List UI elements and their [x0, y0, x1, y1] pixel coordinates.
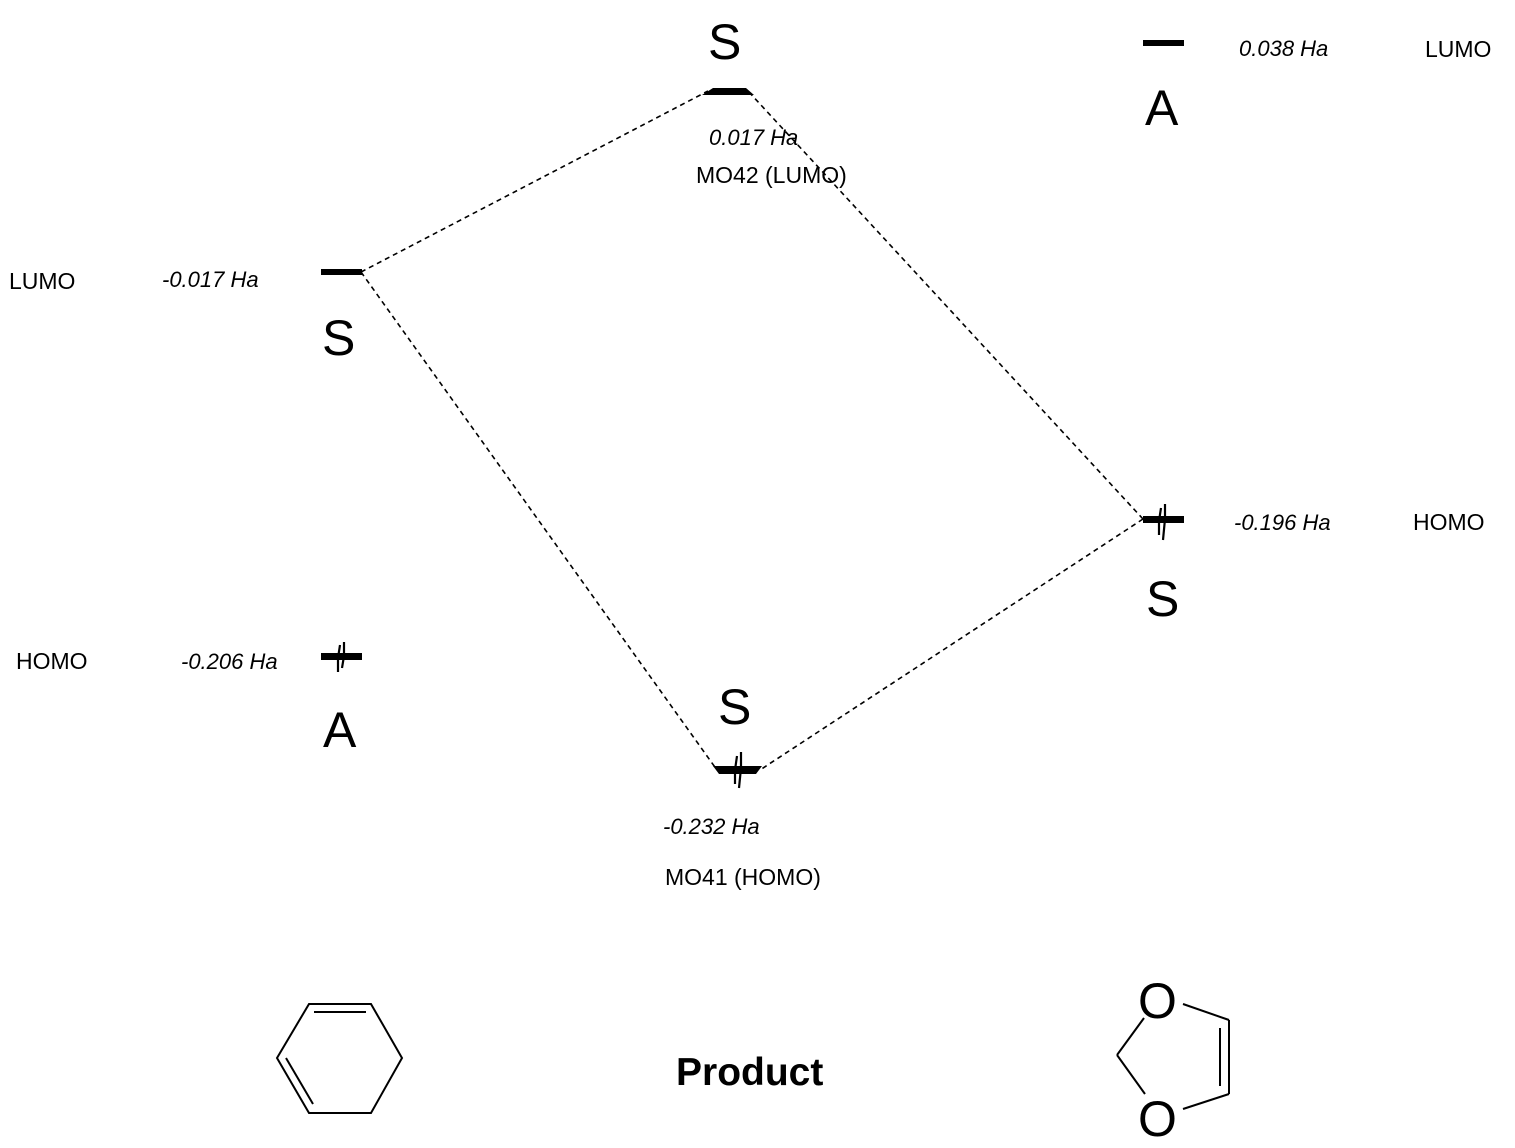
energy-level-bar — [702, 88, 754, 95]
symmetry-label: S — [1146, 571, 1179, 627]
energy-value: -0.017 Ha — [162, 267, 259, 292]
product-lumo: S 0.017 Ha MO42 (LUMO) — [696, 14, 847, 188]
symmetry-label: A — [1145, 80, 1179, 136]
oxygen-atom-label: O — [1138, 973, 1177, 1029]
electron-pair-icon — [1157, 504, 1167, 541]
energy-value: 0.017 Ha — [709, 125, 798, 150]
energy-value: -0.196 Ha — [1234, 510, 1331, 535]
symmetry-label: S — [708, 14, 741, 70]
correlation-line-left-lumo-to-product-lumo — [360, 90, 709, 273]
orbital-label: LUMO — [1425, 36, 1491, 62]
correlation-line-left-lumo-to-product-homo — [360, 271, 718, 771]
energy-level-bar — [321, 269, 362, 275]
product-homo: S -0.232 Ha MO41 (HOMO) — [663, 679, 821, 890]
energy-level-bar — [713, 766, 762, 774]
cyclohexadiene-structure-icon — [275, 1003, 404, 1114]
orbital-label: LUMO — [9, 268, 75, 294]
product-label: Product — [676, 1051, 823, 1094]
energy-value: -0.206 Ha — [181, 649, 278, 674]
left-reactant-homo: HOMO -0.206 Ha A — [16, 642, 362, 758]
dioxole-structure-icon: O O — [1116, 973, 1230, 1147]
symmetry-label: A — [323, 702, 357, 758]
energy-level-bar — [1143, 516, 1184, 523]
left-reactant-lumo: LUMO -0.017 Ha S — [9, 267, 362, 366]
energy-level-bar — [1143, 40, 1184, 46]
right-reactant-lumo: 0.038 Ha LUMO A — [1143, 36, 1491, 136]
orbital-label: HOMO — [1413, 509, 1485, 535]
correlation-line-right-homo-to-product-lumo — [747, 90, 1144, 520]
orbital-label: MO42 (LUMO) — [696, 162, 847, 188]
symmetry-label: S — [718, 679, 751, 735]
orbital-label: MO41 (HOMO) — [665, 864, 821, 890]
energy-value: -0.232 Ha — [663, 814, 760, 839]
right-reactant-homo: -0.196 Ha HOMO S — [1143, 504, 1485, 627]
correlation-lines — [360, 90, 1144, 771]
electron-pair-icon — [733, 752, 743, 789]
energy-level-bar — [321, 653, 362, 660]
energy-value: 0.038 Ha — [1239, 36, 1328, 61]
oxygen-atom-label: O — [1138, 1091, 1177, 1147]
symmetry-label: S — [322, 310, 355, 366]
orbital-label: HOMO — [16, 648, 88, 674]
electron-pair-icon — [336, 642, 346, 672]
correlation-line-right-homo-to-product-homo — [759, 518, 1144, 771]
